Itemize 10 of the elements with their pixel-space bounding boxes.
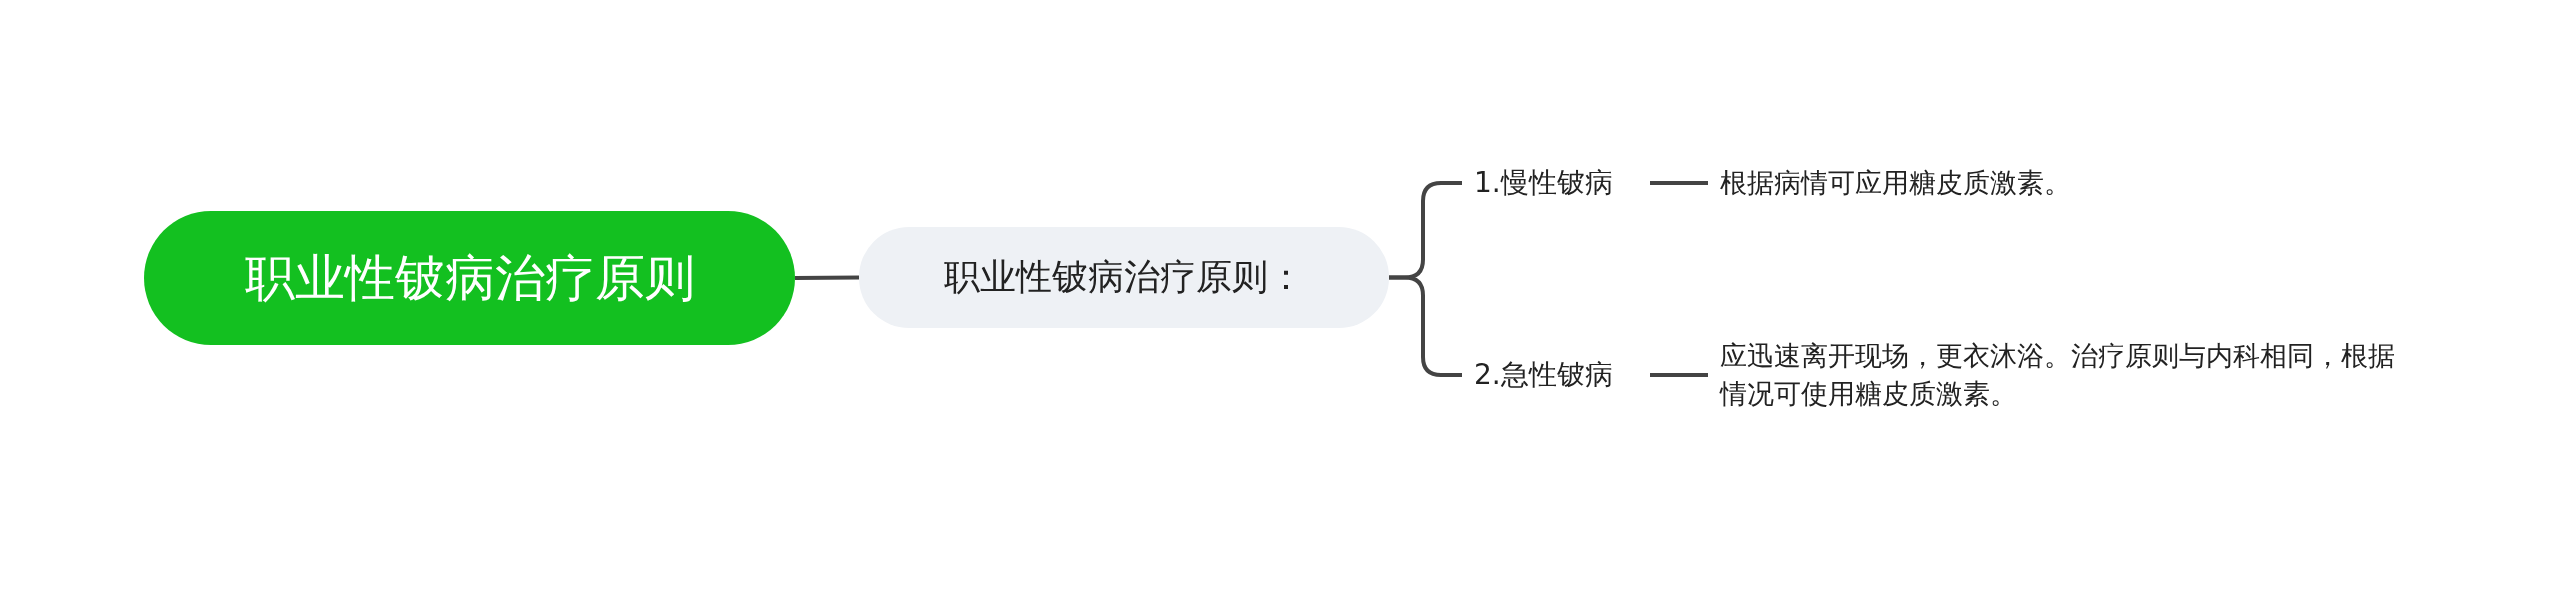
topic-label: 职业性铍病治疗原则： bbox=[944, 255, 1304, 300]
detail-text: 应迅速离开现场，更衣沐浴。治疗原则与内科相同，根据情况可使用糖皮质激素。 bbox=[1720, 339, 2396, 411]
topic-label: 职业性铍病治疗原则 bbox=[244, 248, 695, 309]
connector-line bbox=[1650, 373, 1708, 377]
connector-line bbox=[1650, 181, 1708, 185]
connector-line bbox=[795, 275, 859, 280]
connector-line bbox=[1389, 275, 1462, 377]
detail-text: 根据病情可应用糖皮质激素。 bbox=[1720, 166, 2071, 201]
subtopic-text: 2.急性铍病 bbox=[1474, 357, 1613, 394]
subtopic-text: 1.慢性铍病 bbox=[1474, 165, 1613, 202]
